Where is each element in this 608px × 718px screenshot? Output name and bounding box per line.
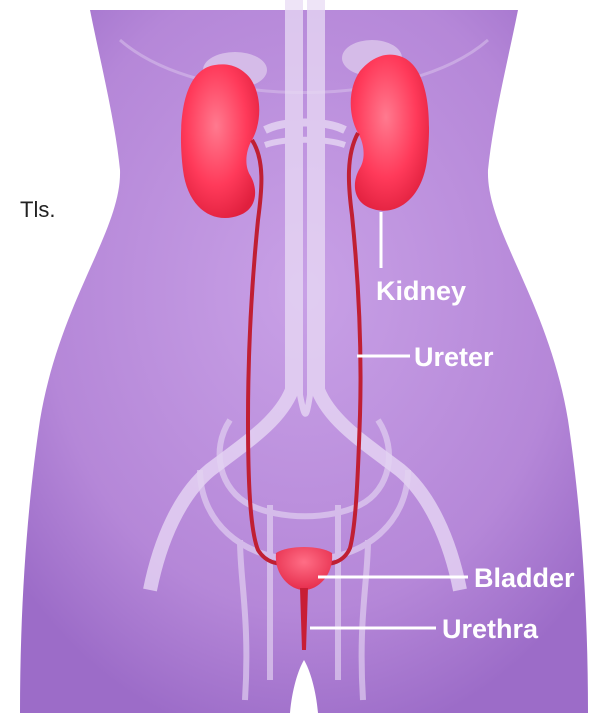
side-text-fragment: Tls.: [20, 197, 55, 223]
kidney-label: Kidney: [376, 276, 466, 306]
kidney-right: [351, 55, 429, 211]
ureter-label: Ureter: [414, 342, 494, 372]
urethra-label: Urethra: [442, 614, 539, 644]
kidney-left: [181, 64, 259, 218]
bladder-label: Bladder: [474, 563, 575, 593]
